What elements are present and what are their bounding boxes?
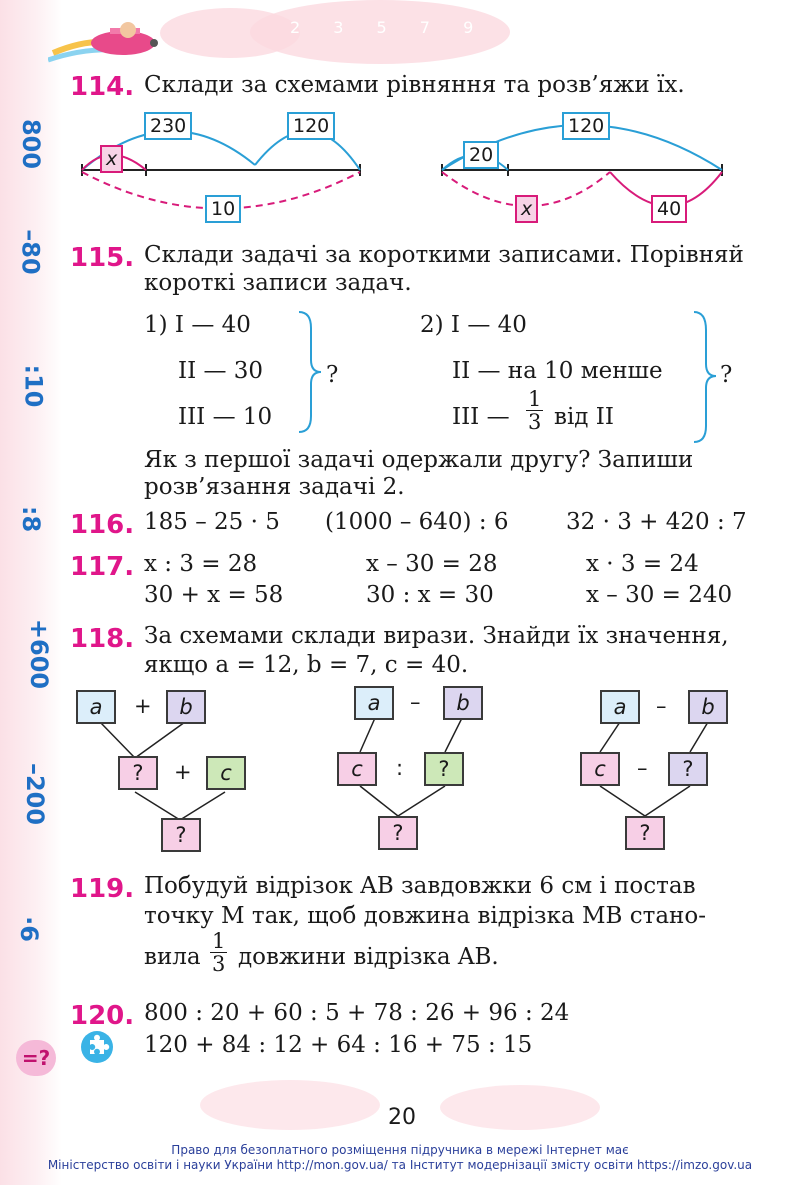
operator: – (656, 694, 667, 718)
equation: 30 : x = 30 (366, 582, 494, 608)
sidebar-number: +600 (25, 618, 54, 690)
variable-b-box: b (688, 690, 728, 724)
equals-question-badge: =? (16, 1040, 56, 1076)
problem-text: вила (144, 944, 201, 970)
problem-number: 116. (70, 510, 135, 540)
task1-line1: 1) I — 40 (144, 312, 251, 338)
footer-line: Міністерство освіти і науки України http… (47, 1158, 753, 1172)
airplane-icon (48, 22, 158, 63)
fraction-one-third: 1 3 (526, 387, 544, 434)
expression-trees (99, 717, 709, 821)
operator: : (396, 756, 404, 780)
expression: 800 : 20 + 60 : 5 + 78 : 26 + 96 : 24 (144, 1000, 570, 1026)
expression: 185 – 25 · 5 (144, 509, 280, 535)
task2-line3: III — (452, 404, 510, 430)
expression: 32 · 3 + 420 : 7 (566, 509, 747, 535)
operator: + (174, 760, 192, 784)
label-120: 120 (287, 112, 336, 140)
variable-c-box: c (580, 752, 620, 786)
sidebar-number: –80 (16, 229, 45, 275)
task1-line2: II — 30 (178, 358, 264, 384)
variable-b-box: b (166, 690, 206, 724)
sidebar-number: –200 (21, 762, 50, 826)
problem-text: короткі записи задач. (144, 270, 412, 296)
equation: x – 30 = 28 (366, 551, 498, 577)
variable-b-box: b (443, 686, 483, 720)
variable-a-box: a (354, 686, 394, 720)
problem-text: розв’язання задачі 2. (144, 474, 405, 500)
header-digits: 2 3 5 7 9 (290, 18, 488, 37)
problem-number: 117. (70, 552, 135, 582)
equation: x : 3 = 28 (144, 551, 258, 577)
result-box: ? (424, 752, 464, 786)
task1-line3: III — 10 (178, 404, 273, 430)
result-box: ? (625, 816, 665, 850)
problem-text: Як з першої задачі одержали другу? Запиш… (144, 447, 694, 473)
problem-number: 119. (70, 874, 135, 904)
equation: 30 + x = 58 (144, 582, 284, 608)
task2-line1: 2) I — 40 (420, 312, 527, 338)
equation: x · 3 = 24 (586, 551, 699, 577)
sidebar-strip (0, 0, 62, 1185)
task2-line2: II — на 10 менше (452, 358, 663, 384)
task2-line3-rest: від II (554, 404, 614, 430)
cloud-decoration (440, 1085, 600, 1130)
footer-line: Право для безоплатного розміщення підруч… (171, 1143, 629, 1157)
label-120: 120 (562, 112, 611, 140)
result-box: ? (668, 752, 708, 786)
operator: – (410, 690, 421, 714)
operator: + (134, 694, 152, 718)
fraction-denominator: 3 (212, 952, 226, 976)
fraction-one-third: 1 3 (210, 929, 228, 976)
sidebar-number: :8 (17, 505, 46, 533)
problem-text: Склади задачі за короткими записами. Пор… (144, 242, 744, 268)
operator: – (637, 756, 648, 780)
problem-text: За схемами склади вирази. Знайди їх знач… (144, 623, 729, 649)
variable-c-box: c (337, 752, 377, 786)
fraction-numerator: 1 (210, 929, 228, 953)
label-230: 230 (144, 112, 193, 140)
page-number: 20 (388, 1105, 416, 1130)
variable-c-box: c (206, 756, 246, 790)
question-mark: ? (720, 362, 733, 388)
problem-text: Побудуй відрізок AB завдовжки 6 см і пос… (144, 873, 696, 899)
curly-brace (298, 311, 322, 433)
problem-text: Склади за схемами рівняння та розв’яжи ї… (144, 72, 685, 98)
puzzle-icon (81, 1031, 113, 1063)
label-10: 10 (205, 195, 242, 223)
curly-brace (693, 311, 717, 443)
sidebar-number: ·6 (14, 916, 43, 942)
equation: x – 30 = 240 (586, 582, 733, 608)
fraction-denominator: 3 (528, 410, 542, 434)
problem-text: довжини відрізка AB. (238, 944, 499, 970)
problem-text: якщо a = 12, b = 7, c = 40. (144, 652, 469, 678)
label-20: 20 (463, 141, 500, 169)
sidebar-number: 800 (17, 118, 46, 170)
label-x: x (100, 145, 124, 173)
fraction-numerator: 1 (526, 387, 544, 411)
problem-number: 114. (70, 72, 135, 102)
sidebar-number: :10 (19, 364, 48, 408)
problem-number: 120. (70, 1001, 135, 1031)
label-40: 40 (651, 195, 688, 223)
cloud-decoration (200, 1080, 380, 1130)
result-box: ? (118, 756, 158, 790)
problem-text: точку M так, щоб довжина відрізка MB ста… (144, 903, 706, 929)
variable-a-box: a (600, 690, 640, 724)
variable-a-box: a (76, 690, 116, 724)
expression: (1000 – 640) : 6 (325, 509, 509, 535)
question-mark: ? (326, 362, 339, 388)
label-x: x (515, 195, 539, 223)
cloud-decoration (250, 0, 510, 64)
result-box: ? (378, 816, 418, 850)
problem-number: 118. (70, 624, 135, 654)
result-box: ? (161, 818, 201, 852)
expression: 120 + 84 : 12 + 64 : 16 + 75 : 15 (144, 1032, 533, 1058)
problem-number: 115. (70, 243, 135, 273)
